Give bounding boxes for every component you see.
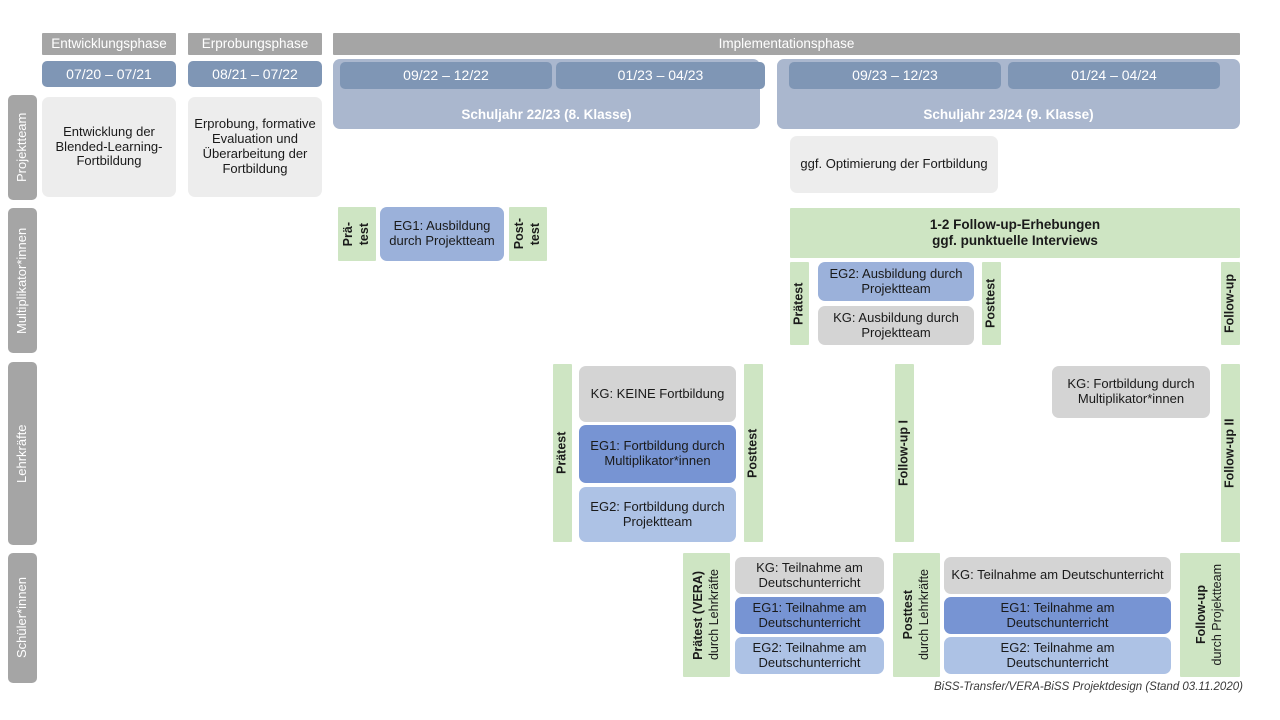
praetest-line-2: test [357, 222, 371, 246]
card-kg-keine-fortbildung: KG: KEINE Fortbildung [579, 366, 736, 422]
period-label: 08/21 – 07/22 [212, 65, 298, 82]
posttest-line-2: test [528, 222, 542, 246]
card-kg-ausbildung-projektteam: KG: Ausbildung durch Projektteam [818, 306, 974, 345]
praetest-vera-schueler: Prätest (VERA) durch Lehrkräfte [683, 553, 730, 677]
role-label-text: Schüler*innen [14, 577, 30, 659]
card-text: EG2: Ausbildung durch Projektteam [829, 265, 963, 296]
card-erprobung-evaluation: Erprobung, formative Evaluation und Über… [188, 97, 322, 197]
school-year-label: Schuljahr 22/23 (8. Klasse) [461, 107, 632, 123]
card-eg2-fortbildung-projektteam: EG2: Fortbildung durch Projektteam [579, 487, 736, 542]
footer-source-note: BiSS-Transfer/VERA-BiSS Projektdesign (S… [934, 681, 1243, 693]
followup-main: Follow-up [1194, 585, 1209, 645]
praetest-vera-main: Prätest (VERA) [690, 570, 705, 660]
card-text: Erprobung, formative Evaluation und Über… [194, 116, 316, 176]
followup-multiplikatoren: Follow-up [1221, 262, 1240, 345]
card-eg1-teilnahme-deutschunterricht-1: EG1: Teilnahme am Deutschunterricht [735, 597, 884, 634]
card-text: KG: Ausbildung durch Projektteam [833, 309, 959, 340]
followup-schueler: Follow-up durch Projektteam [1180, 553, 1240, 677]
card-text: EG1: Fortbildung durch Multiplikator*inn… [590, 438, 725, 468]
card-eg2-teilnahme-deutschunterricht-1: EG2: Teilnahme am Deutschunterricht [735, 637, 884, 674]
card-text: EG2: Teilnahme am Deutschunterricht [752, 639, 867, 670]
card-kg-teilnahme-deutschunterricht-1: KG: Teilnahme am Deutschunterricht [735, 557, 884, 594]
praetest-lehrkraefte: Prätest [553, 364, 572, 542]
praetest-vera-sub: durch Lehrkräfte [706, 569, 721, 661]
card-eg1-fortbildung-multiplikatoren: EG1: Fortbildung durch Multiplikator*inn… [579, 425, 736, 483]
posttest-multiplikatoren-1: Post- test [509, 207, 547, 261]
card-eg2-teilnahme-deutschunterricht-2: EG2: Teilnahme am Deutschunterricht [944, 637, 1171, 674]
card-entwicklung-fortbildung: Entwicklung der Blended-Learning-Fortbil… [42, 97, 176, 197]
praetest-multiplikatoren-2: Prätest [790, 262, 809, 345]
period-label: 01/23 – 04/23 [617, 67, 704, 84]
role-label-text: Multiplikator*innen [14, 227, 30, 334]
period-chip-0923-1223: 09/23 – 12/23 [789, 62, 1001, 89]
period-chip-0124-0424: 01/24 – 04/24 [1008, 62, 1220, 89]
banner-followup-erhebungen: 1-2 Follow-up-Erhebungen ggf. punktuelle… [790, 208, 1240, 258]
card-kg-teilnahme-deutschunterricht-2: KG: Teilnahme am Deutschunterricht [944, 557, 1171, 594]
card-text: KG: Fortbildung durch Multiplikator*inne… [1067, 376, 1195, 406]
followup-sub: durch Projektteam [1210, 564, 1224, 666]
card-text: KG: Teilnahme am Deutschunterricht [756, 559, 863, 590]
phase-header-label: Erprobungsphase [201, 36, 309, 52]
followup-2-lehrkraefte: Follow-up II [1221, 364, 1240, 542]
card-text: EG1: Teilnahme am Deutschunterricht [1000, 599, 1115, 630]
followup-1-lehrkraefte: Follow-up I [895, 364, 914, 542]
role-label-multiplikatorinnen: Multiplikator*innen [8, 208, 37, 353]
card-text: EG1: Ausbildung durch Projektteam [389, 218, 495, 248]
posttest-schueler: Posttest durch Lehrkräfte [893, 553, 940, 677]
phase-header-label: Entwicklungsphase [51, 36, 167, 52]
card-text: EG2: Teilnahme am Deutschunterricht [1000, 639, 1115, 670]
card-text: EG1: Teilnahme am Deutschunterricht [752, 599, 867, 630]
posttest-lehrkraefte: Posttest [744, 364, 763, 542]
posttest-main: Posttest [900, 590, 915, 640]
posttest-sub: durch Lehrkräfte [916, 569, 931, 661]
period-label: 07/20 – 07/21 [66, 65, 152, 82]
role-label-lehrkraefte: Lehrkräfte [8, 362, 37, 545]
school-year-label: Schuljahr 23/24 (9. Klasse) [923, 107, 1094, 123]
period-chip-0123-0423: 01/23 – 04/23 [556, 62, 765, 89]
phase-header-erprobungsphase: Erprobungsphase [188, 33, 322, 55]
praetest-line-1: Prä- [341, 221, 356, 247]
role-label-projektteam: Projektteam [8, 95, 37, 200]
role-label-text: Projektteam [14, 112, 30, 183]
card-text: EG2: Fortbildung durch Projektteam [590, 498, 725, 529]
role-label-schuelerinnen: Schüler*innen [8, 553, 37, 683]
card-eg1-teilnahme-deutschunterricht-2: EG1: Teilnahme am Deutschunterricht [944, 597, 1171, 634]
banner-line-1: 1-2 Follow-up-Erhebungen [929, 217, 1101, 233]
card-text: KG: KEINE Fortbildung [590, 385, 725, 401]
phase-header-implementationsphase: Implementationsphase [333, 33, 1240, 55]
card-eg2-ausbildung-projektteam: EG2: Ausbildung durch Projektteam [818, 262, 974, 301]
period-label: 09/23 – 12/23 [852, 67, 938, 84]
praetest-multiplikatoren-1: Prä- test [338, 207, 376, 261]
card-eg1-ausbildung-projektteam: EG1: Ausbildung durch Projektteam [380, 207, 504, 261]
card-text: KG: Teilnahme am Deutschunterricht [951, 567, 1164, 583]
card-text: Entwicklung der Blended-Learning-Fortbil… [55, 123, 163, 169]
period-chip-0821-0722: 08/21 – 07/22 [188, 61, 322, 87]
posttest-multiplikatoren-2: Posttest [982, 262, 1001, 345]
role-label-text: Lehrkräfte [14, 424, 30, 483]
card-optimierung-fortbildung: ggf. Optimierung der Fortbildung [790, 136, 998, 193]
card-text: ggf. Optimierung der Fortbildung [800, 156, 988, 172]
period-chip-0720-0721: 07/20 – 07/21 [42, 61, 176, 87]
period-label: 01/24 – 04/24 [1071, 67, 1157, 84]
period-chip-0922-1222: 09/22 – 12/22 [340, 62, 552, 89]
phase-header-entwicklungsphase: Entwicklungsphase [42, 33, 176, 55]
banner-line-2: ggf. punktuelle Interviews [932, 233, 1098, 248]
posttest-line-1: Post- [512, 218, 527, 250]
period-label: 09/22 – 12/22 [403, 67, 489, 84]
phase-header-label: Implementationsphase [718, 36, 855, 52]
card-kg-fortbildung-multiplikatoren: KG: Fortbildung durch Multiplikator*inne… [1052, 366, 1210, 418]
